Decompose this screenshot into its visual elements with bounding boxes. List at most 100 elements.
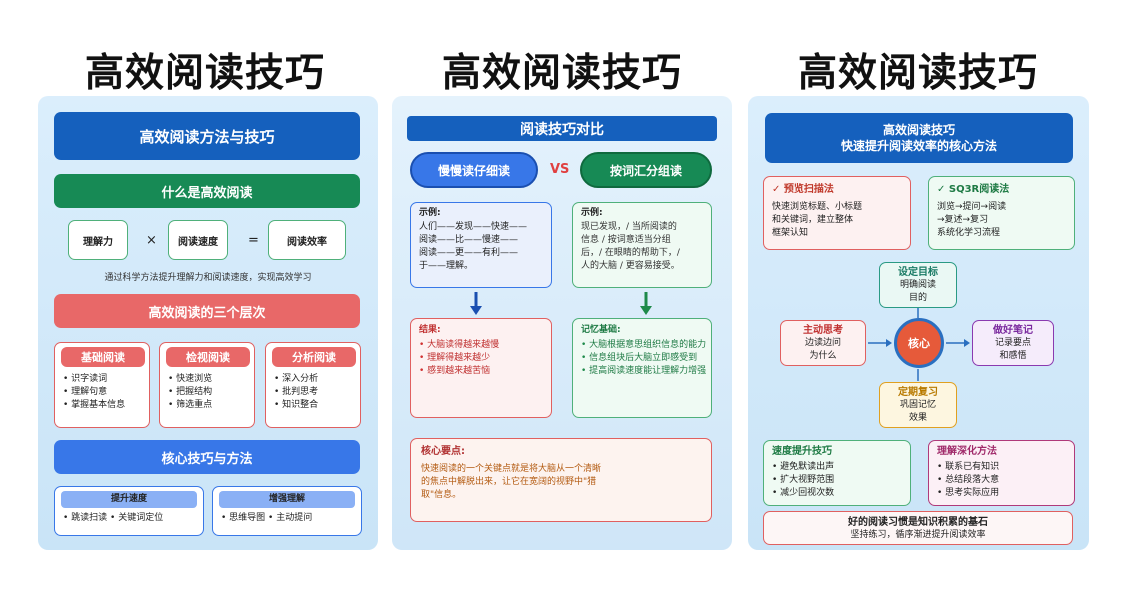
level-3-list: 深入分析 批判思考 知识整合 <box>274 373 318 412</box>
preview-method-desc: 快速浏览标题、小标题 和关键词，建立整体 框架认知 <box>772 201 862 240</box>
review-node: 定期复习 巩固记忆 效果 <box>879 382 957 428</box>
memory-label: 记忆基础: <box>581 325 621 335</box>
group-example-line: 信息 / 按词意适当分组 <box>581 235 671 245</box>
deep-understanding-list: 联系已有知识 总结段落大意 思考实际应用 <box>937 461 999 500</box>
group-example-line: 人的大脑 / 更容易接受。 <box>581 261 680 271</box>
arrow-right-head-1 <box>886 339 892 347</box>
level-3-item: 知识整合 <box>274 399 318 412</box>
notes-node: 做好笔记 记录要点 和感悟 <box>972 320 1054 366</box>
center-node: 核心 <box>894 318 944 368</box>
level-1-name: 基础阅读 <box>61 347 145 367</box>
center-node-text: 核心 <box>908 337 930 350</box>
preview-method-title: ✓ 预览扫描法 <box>772 183 834 197</box>
preview-method-card: ✓ 预览扫描法 快速浏览标题、小标题 和关键词，建立整体 框架认知 <box>763 176 911 250</box>
speed-card-text: • 跳读扫读 • 关键词定位 <box>63 513 164 523</box>
deep-understanding-item: 总结段落大意 <box>937 474 999 487</box>
panel-2: 阅读技巧对比 慢慢读仔细读 VS 按词汇分组读 示例: 人们——发现——快速——… <box>392 96 732 550</box>
result-item: 大脑读得越来越慢 <box>419 339 499 352</box>
understanding-card-title: 增强理解 <box>219 491 355 508</box>
formula-understanding: 理解力 <box>68 220 128 260</box>
group-example-label: 示例: <box>581 208 603 218</box>
panel-1: 高效阅读方法与技巧 什么是高效阅读 理解力 × 阅读速度 = 阅读效率 通过科学… <box>38 96 378 550</box>
level-2-item: 筛选重点 <box>168 399 212 412</box>
level-1-list: 识字读词 理解句意 掌握基本信息 <box>63 373 125 412</box>
speed-skills-item: 减少回视次数 <box>772 487 834 500</box>
check-icon: ✓ <box>937 184 946 195</box>
vs-label: VS <box>550 162 570 177</box>
formula-speed: 阅读速度 <box>168 220 228 260</box>
group-example-text: 现已发现，/ 当所阅读的 信息 / 按词意适当分组 后，/ 在眼睛的帮助下，/ … <box>581 221 680 273</box>
review-node-line: 效果 <box>908 412 927 423</box>
key-point-box: 核心要点: 快速阅读的一个关键点就是将大脑从一个清晰的焦点中解脱出来，让它在宽阔… <box>410 438 712 522</box>
level-2-name: 检视阅读 <box>166 347 250 367</box>
sq3r-method-line: →复述→复习 <box>937 215 989 225</box>
slow-example-box: 示例: 人们——发现——快速—— 阅读——比——慢速—— 阅读——更——有利——… <box>410 202 552 288</box>
level-3-item: 深入分析 <box>274 373 318 386</box>
result-item: 理解得越来越少 <box>419 352 499 365</box>
goal-node-line: 明确阅读 <box>899 279 936 290</box>
speed-card-title: 提升速度 <box>61 491 197 508</box>
group-example-line: 现已发现，/ 当所阅读的 <box>581 222 677 232</box>
footer-motto: 好的阅读习惯是知识积累的基石 <box>848 516 988 528</box>
sq3r-method-desc: 浏览→提问→阅读 →复述→复习 系统化学习流程 <box>937 201 1006 240</box>
formula-efficiency: 阅读效率 <box>268 220 346 260</box>
down-arrow-blue-icon <box>470 292 482 315</box>
review-node-title: 定期复习 <box>898 386 938 398</box>
goal-node-title: 设定目标 <box>898 266 938 278</box>
slow-example-line: 于——理解。 <box>419 261 474 271</box>
result-box: 结果: 大脑读得越来越慢 理解得越来越少 感到越来越苦恼 <box>410 318 552 418</box>
notes-node-line: 和感悟 <box>999 350 1027 361</box>
levels-bar: 高效阅读的三个层次 <box>54 294 360 328</box>
review-node-line: 巩固记忆 <box>899 399 936 410</box>
memory-item: 提高阅读速度能让理解力增强 <box>581 365 707 378</box>
level-2-item: 快速浏览 <box>168 373 212 386</box>
sq3r-method-line: 浏览→提问→阅读 <box>937 202 1007 212</box>
memory-item: 信息组块后大脑立即感受到 <box>581 352 707 365</box>
what-is-bar: 什么是高效阅读 <box>54 174 360 208</box>
formula-understanding-text: 理解力 <box>83 236 113 248</box>
p3-header-subtitle: 快速提升阅读效率的核心方法 <box>840 139 997 153</box>
level-1-item: 理解句意 <box>63 386 125 399</box>
panel3-title: 高效阅读技巧 <box>797 51 1038 96</box>
formula-description: 通过科学方法提升理解力和阅读速度，实现高效学习 <box>104 273 312 283</box>
sq3r-method-line: 系统化学习流程 <box>937 228 1001 238</box>
group-example-line: 后，/ 在眼睛的帮助下，/ <box>581 248 680 258</box>
p3-header-title: 高效阅读技巧 <box>882 123 955 137</box>
core-skills-bar: 核心技巧与方法 <box>54 440 360 474</box>
panel2-title: 高效阅读技巧 <box>441 51 682 96</box>
preview-method-line: 框架认知 <box>772 228 809 238</box>
understanding-card-text: • 思维导图 • 主动提问 <box>221 513 313 523</box>
arrow-right-head-2 <box>964 339 970 347</box>
down-arrow-green-icon <box>640 292 652 315</box>
slow-example-line: 阅读——更——有利—— <box>419 248 519 258</box>
think-node-line: 为什么 <box>809 350 837 361</box>
slow-example-line: 阅读——比——慢速—— <box>419 235 519 245</box>
level-card-1: 基础阅读 识字读词 理解句意 掌握基本信息 <box>54 342 150 428</box>
cycle-connectors <box>868 308 970 381</box>
key-point-title: 核心要点: <box>421 446 465 457</box>
sq3r-method-name: SQ3R阅读法 <box>948 184 1010 195</box>
think-node: 主动思考 边读边问 为什么 <box>780 320 866 366</box>
deep-understanding-item: 联系已有知识 <box>937 461 999 474</box>
preview-method-name: 预览扫描法 <box>783 184 834 195</box>
deep-understanding-item: 思考实际应用 <box>937 487 999 500</box>
group-read-pill: 按词汇分组读 <box>580 152 712 188</box>
footer-subtext: 坚持练习，循序渐进提升阅读效率 <box>850 529 986 540</box>
p1-header: 高效阅读方法与技巧 <box>54 112 360 160</box>
level-1-item: 掌握基本信息 <box>63 399 125 412</box>
speed-skills-title: 速度提升技巧 <box>772 446 832 457</box>
result-label: 结果: <box>419 325 441 335</box>
goal-node-line: 目的 <box>908 292 927 303</box>
sq3r-method-card: ✓ SQ3R阅读法 浏览→提问→阅读 →复述→复习 系统化学习流程 <box>928 176 1075 250</box>
goal-node: 设定目标 明确阅读 目的 <box>879 262 957 308</box>
memory-list: 大脑根据意思组织信息的能力 信息组块后大脑立即感受到 提高阅读速度能让理解力增强 <box>581 339 707 378</box>
preview-method-line: 和关键词，建立整体 <box>772 215 854 225</box>
speed-card: 提升速度 • 跳读扫读 • 关键词定位 <box>54 486 204 536</box>
memory-item: 大脑根据意思组织信息的能力 <box>581 339 707 352</box>
panel1-title: 高效阅读技巧 <box>84 51 325 96</box>
result-item: 感到越来越苦恼 <box>419 365 499 378</box>
level-3-name: 分析阅读 <box>272 347 356 367</box>
footer-box: 好的阅读习惯是知识积累的基石 坚持练习，循序渐进提升阅读效率 <box>763 511 1073 545</box>
level-3-item: 批判思考 <box>274 386 318 399</box>
deep-understanding-title: 理解深化方法 <box>937 446 997 457</box>
